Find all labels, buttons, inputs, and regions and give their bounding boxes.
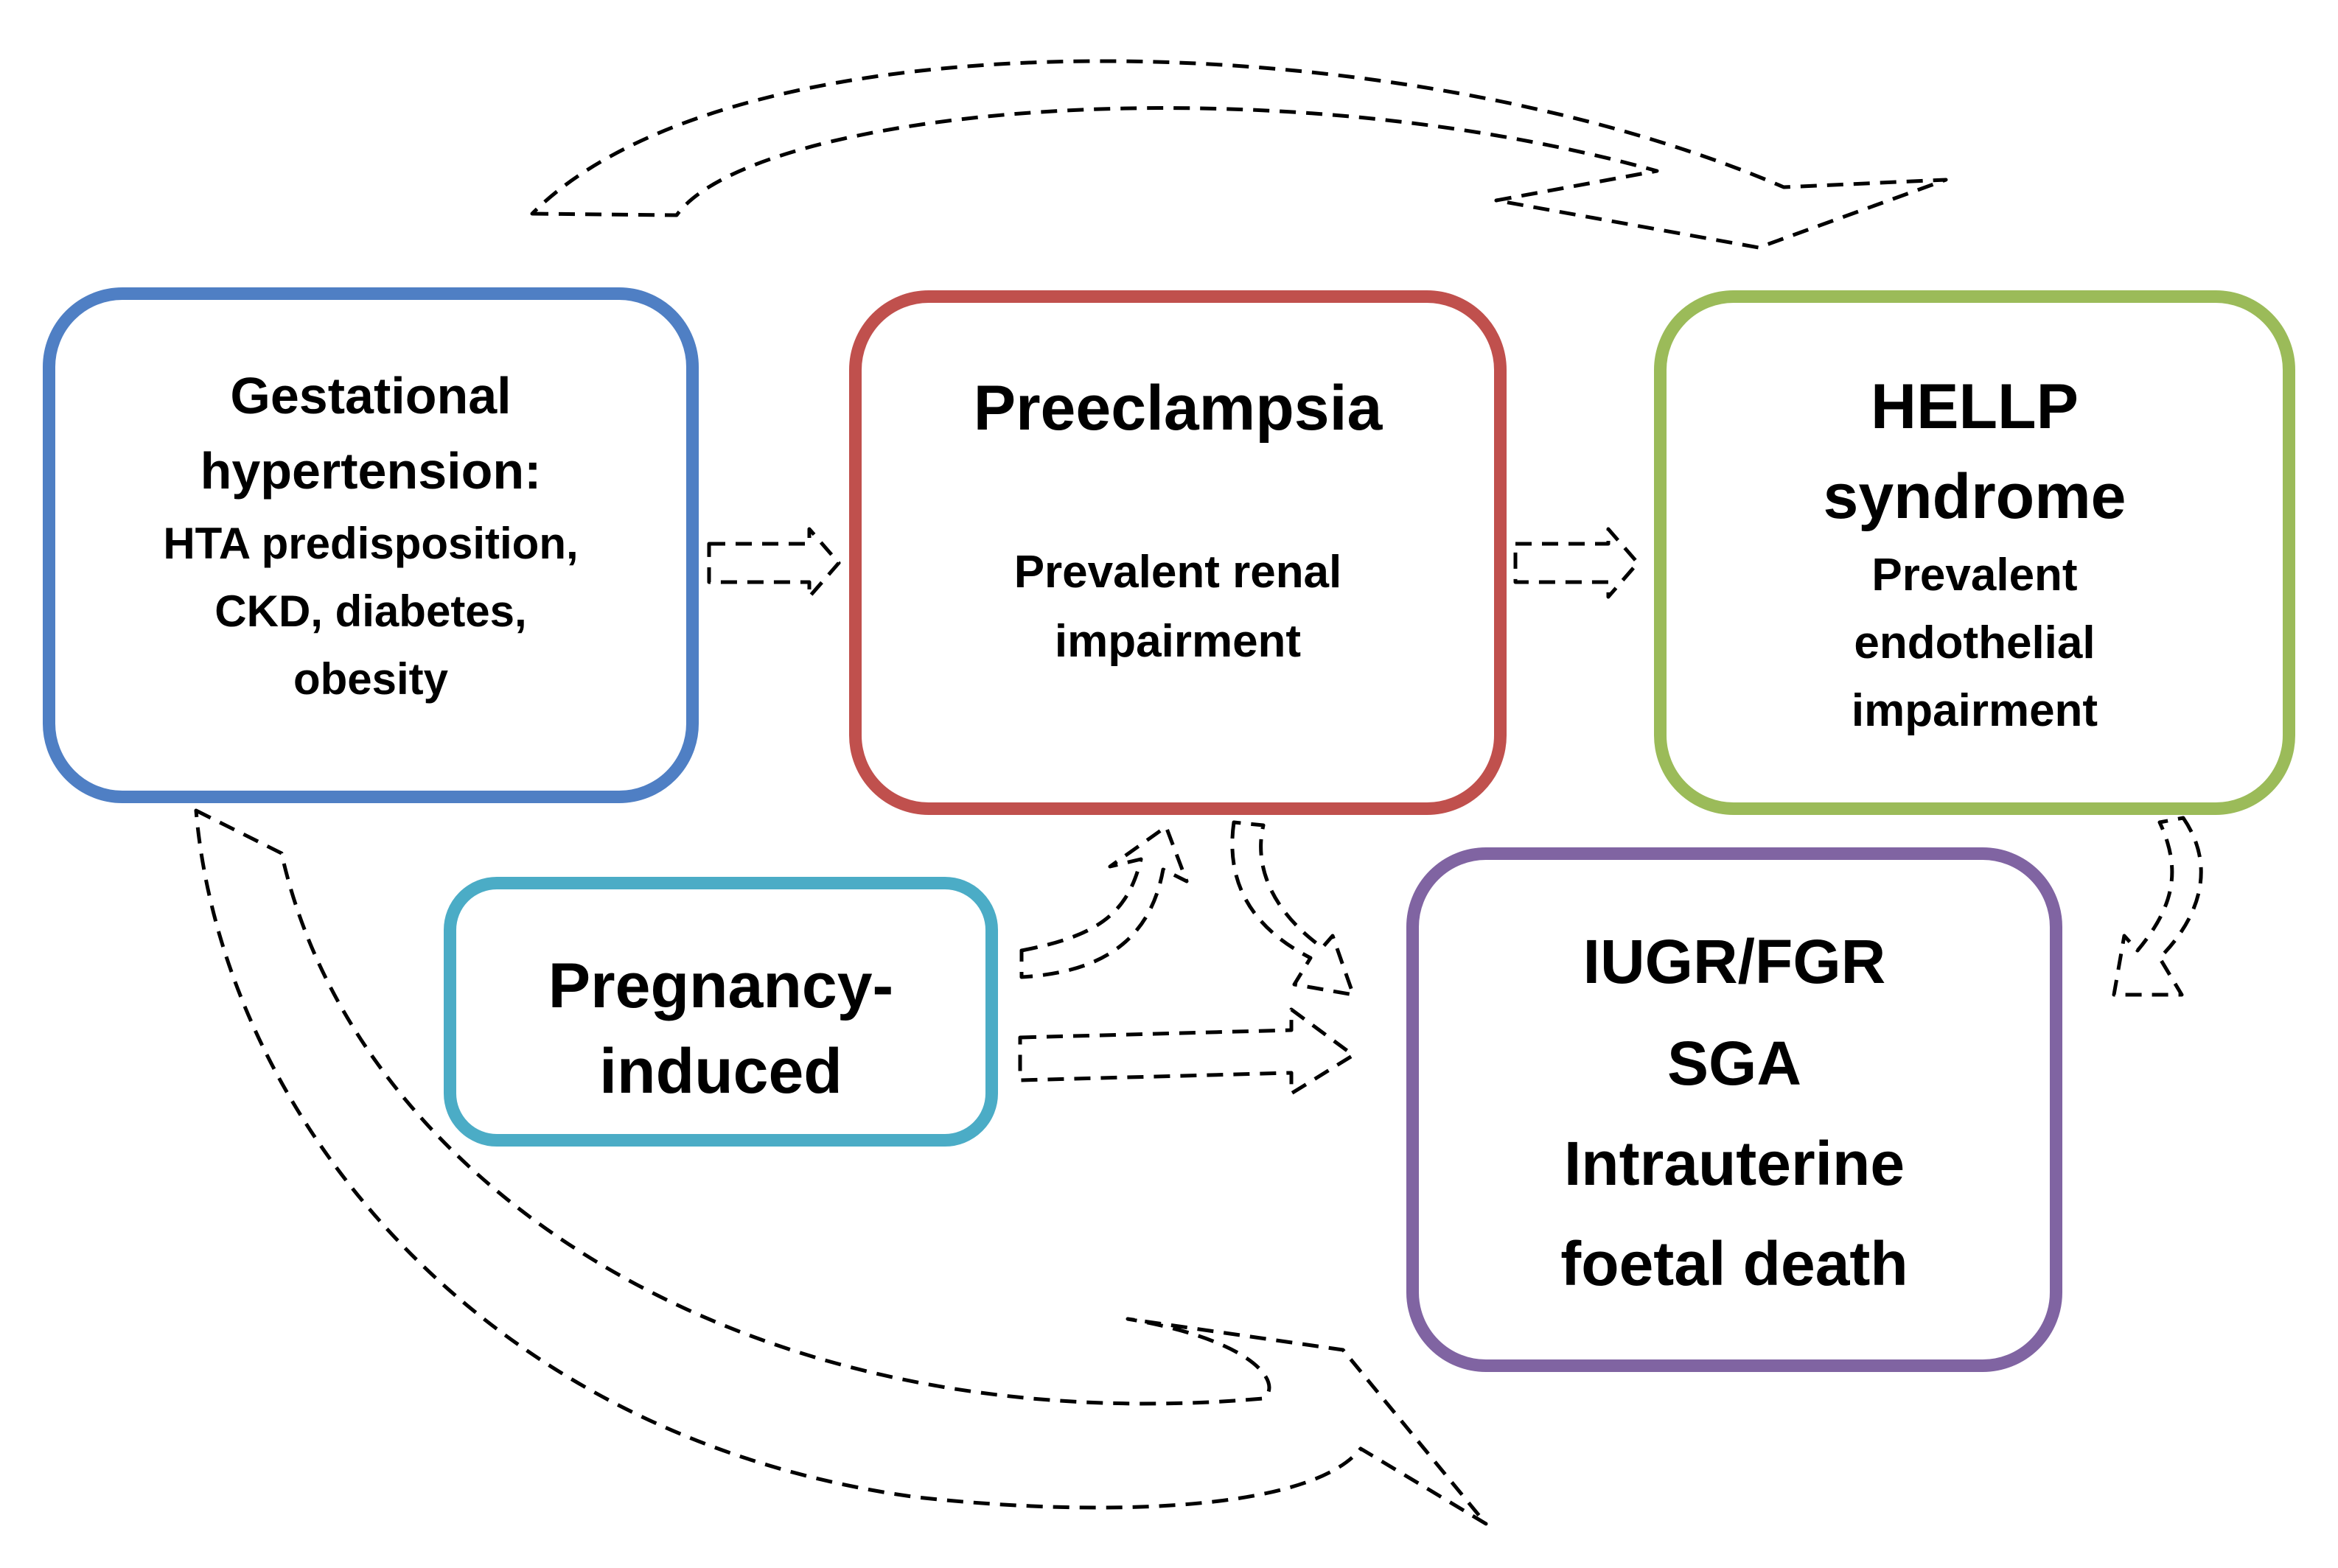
preeclampsia-detail-line-2: impairment [1054,616,1302,667]
pregnancy-induced-box: Pregnancy- induced [444,877,998,1147]
hellp-detail-line-3: impairment [1851,685,2098,736]
gestational-title-line-2: hypertension: [200,442,542,500]
arrow-gestational-to-preeclampsia [707,527,841,599]
gestational-title-line-1: Gestational [230,367,512,424]
foetal-outcomes-box: IUGR/FGR SGA Intrauterine foetal death [1406,847,2062,1372]
pregnancy-title-line-1: Pregnancy- [548,951,894,1021]
arrow-preeclampsia-to-hellp [1513,527,1640,599]
arrow-preeclampsia-to-outcomes [1230,820,1355,997]
gestational-detail-line-2: CKD, diabetes, [214,587,527,636]
outcome-line-1: IUGR/FGR [1582,927,1886,996]
arrow-hellp-to-outcomes [2112,816,2203,997]
outcome-line-3: Intrauterine [1563,1129,1905,1198]
hellp-title-line-2: syndrome [1823,461,2126,532]
gestational-detail-line-1: HTA predisposition, [163,519,579,568]
hellp-syndrome-box: HELLP syndrome Prevalent endothelial imp… [1654,290,2295,815]
pregnancy-title-line-2: induced [599,1036,842,1107]
outcome-line-2: SGA [1667,1029,1802,1098]
arrow-gestational-to-hellp [530,59,1948,250]
gestational-hypertension-box: Gestational hypertension: HTA predisposi… [43,287,699,803]
arrow-pregnancy-to-outcomes [1018,1007,1355,1096]
outcome-line-4: foetal death [1560,1229,1908,1298]
gestational-detail-line-3: obesity [293,654,449,704]
preeclampsia-box: Preeclampsia Prevalent renal impairment [849,290,1507,815]
arrow-pregnancy-to-preeclampsia [1019,825,1189,979]
preeclampsia-detail-line-1: Prevalent renal [1013,547,1342,598]
preeclampsia-title: Preeclampsia [973,373,1383,444]
hellp-detail-line-1: Prevalent [1871,550,2078,601]
hellp-detail-line-2: endothelial [1854,617,2096,668]
arrow-gestational-to-outcomes [194,808,1488,1526]
hellp-title-line-1: HELLP [1871,371,2079,442]
